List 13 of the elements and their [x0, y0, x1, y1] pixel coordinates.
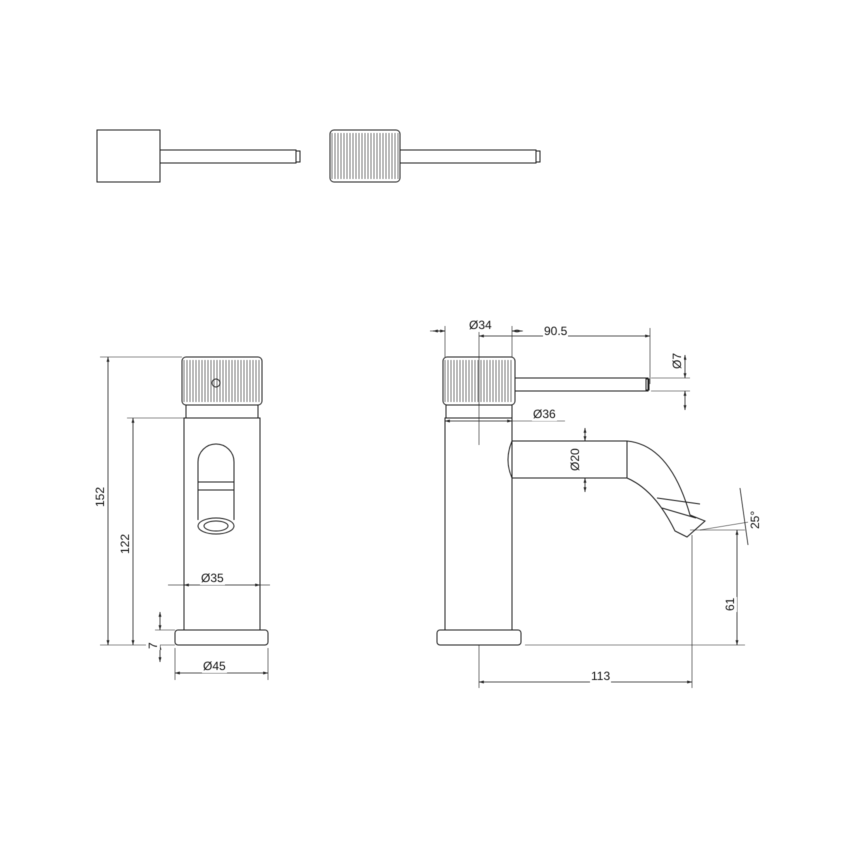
dimension-value: 7 [146, 641, 160, 650]
dimension-value: Ø45 [202, 659, 227, 673]
dimension-value: 122 [118, 532, 132, 555]
dimension-value: Ø34 [468, 318, 493, 332]
dimension-value: 113 [590, 669, 612, 683]
dimension-value: Ø35 [200, 571, 225, 585]
dimension-value: Ø7 [670, 352, 684, 370]
dimension-value: 90.5 [543, 324, 568, 338]
dimension-value: 152 [93, 486, 107, 508]
dimension-value: 61 [723, 596, 737, 612]
dimension-value: Ø36 [532, 407, 557, 421]
dimension-value: 25° [748, 510, 762, 530]
dimension-value: Ø20 [568, 447, 582, 472]
